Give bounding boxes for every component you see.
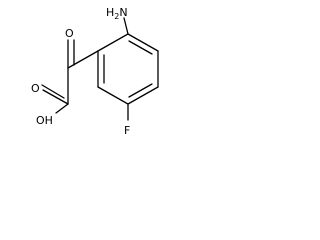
amino-group-label: H2N: [106, 6, 128, 21]
molecule-structure: H2N F O O OH: [31, 6, 159, 137]
bond-acid-c-o: [42, 89, 69, 105]
ketone-oxygen-label: O: [65, 27, 74, 40]
fluorine-label: F: [124, 124, 130, 137]
bond-ring-to-nh2: [123, 17, 129, 35]
ring-bond-c6-c1: [97, 33, 129, 52]
ring-bond-c3-c4: [127, 86, 159, 105]
bond-ring-to-keto-carbon: [67, 50, 99, 69]
ring-bond-c4-c5: [97, 86, 129, 105]
acid-carbonyl-oxygen-label: O: [31, 82, 40, 95]
ring-double-bond-c1-c2: [128, 40, 153, 55]
benzene-ring: [97, 33, 159, 105]
bond-acid-c-oh: [55, 103, 69, 114]
ring-double-bond-c3-c4: [128, 83, 153, 98]
acid-hydroxyl-label: OH: [36, 114, 53, 127]
ring-bond-c1-c2: [127, 33, 159, 52]
bond-acid-c-o-double: [41, 84, 65, 99]
